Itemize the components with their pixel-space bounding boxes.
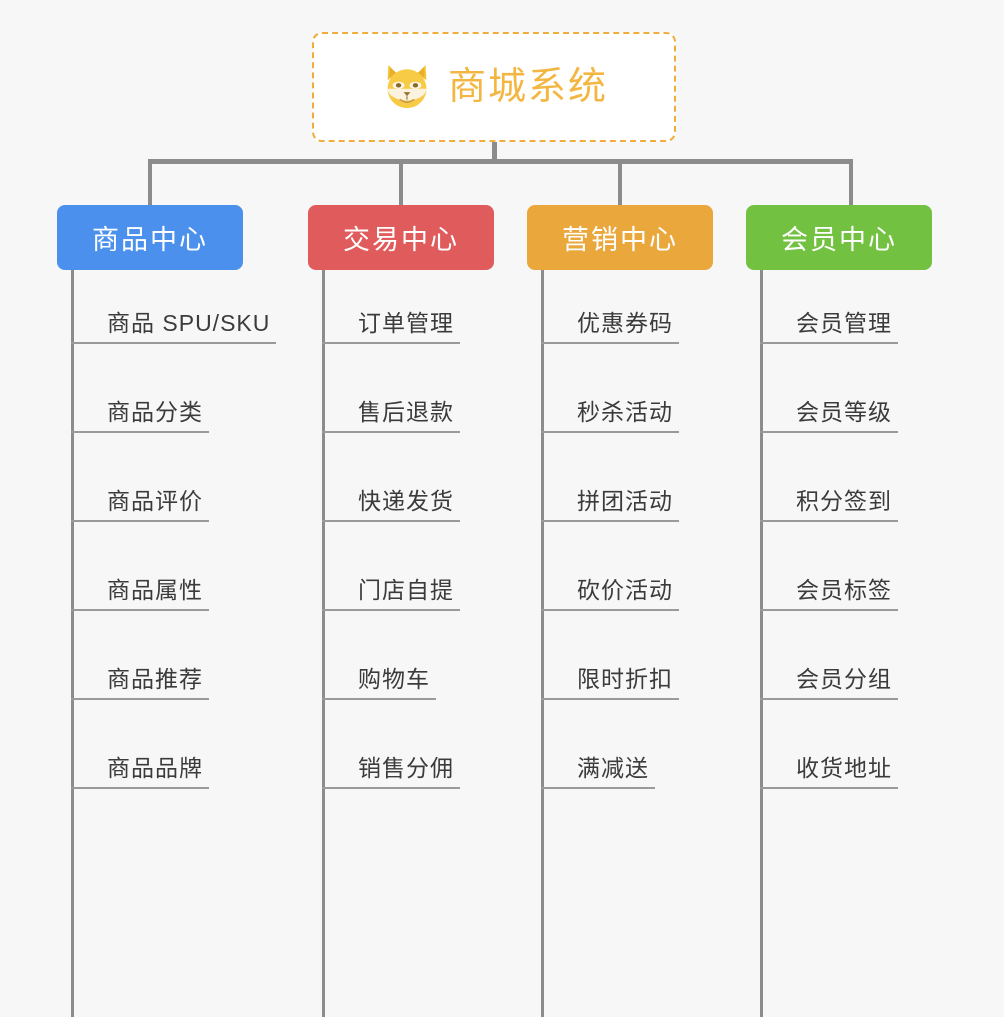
trunk-line-product-center: [71, 270, 74, 1017]
leaf-label: 商品评价: [71, 488, 209, 522]
root-node-mall-system[interactable]: 商城系统: [312, 32, 676, 142]
leaf-list-member-center: 会员管理 会员等级 积分签到 会员标签 会员分组 收货地址: [760, 255, 898, 789]
trunk-line-trade-center: [322, 270, 325, 1017]
leaf-label: 优惠券码: [541, 310, 679, 344]
list-item[interactable]: 会员管理: [760, 255, 898, 344]
list-item[interactable]: 拼团活动: [541, 433, 679, 522]
connector-drop-member-center: [849, 159, 853, 207]
leaf-label: 门店自提: [322, 577, 460, 611]
root-title: 商城系统: [447, 66, 608, 108]
list-item[interactable]: 销售分佣: [322, 700, 460, 789]
leaf-label: 会员标签: [760, 577, 898, 611]
category-label-member-center: 会员中心: [781, 225, 897, 255]
leaf-label: 满减送: [541, 755, 655, 789]
list-item[interactable]: 商品属性: [71, 522, 276, 611]
leaf-label: 会员管理: [760, 310, 898, 344]
org-chart-canvas: 商城系统 商品中心 商品 SPU/SKU 商品分类 商品评价 商品属性 商品推荐…: [57, 32, 932, 1017]
connector-drop-marketing-center: [618, 159, 622, 207]
list-item[interactable]: 会员分组: [760, 611, 898, 700]
list-item[interactable]: 订单管理: [322, 255, 460, 344]
leaf-label: 积分签到: [760, 488, 898, 522]
category-box-product-center[interactable]: 商品中心: [57, 205, 243, 270]
leaf-label: 限时折扣: [541, 666, 679, 700]
category-label-marketing-center: 营销中心: [562, 225, 678, 255]
list-item[interactable]: 商品分类: [71, 344, 276, 433]
list-item[interactable]: 商品评价: [71, 433, 276, 522]
list-item[interactable]: 收货地址: [760, 700, 898, 789]
list-item[interactable]: 售后退款: [322, 344, 460, 433]
leaf-label: 拼团活动: [541, 488, 679, 522]
leaf-list-marketing-center: 优惠券码 秒杀活动 拼团活动 砍价活动 限时折扣 满减送: [541, 255, 679, 789]
leaf-label: 商品推荐: [71, 666, 209, 700]
leaf-label: 销售分佣: [322, 755, 460, 789]
list-item[interactable]: 门店自提: [322, 522, 460, 611]
category-label-trade-center: 交易中心: [343, 225, 459, 255]
leaf-label: 会员等级: [760, 399, 898, 433]
list-item[interactable]: 满减送: [541, 700, 679, 789]
leaf-label: 售后退款: [322, 399, 460, 433]
category-box-member-center[interactable]: 会员中心: [746, 205, 932, 270]
connector-horizontal-bus: [148, 159, 853, 164]
leaf-list-product-center: 商品 SPU/SKU 商品分类 商品评价 商品属性 商品推荐 商品品牌: [71, 255, 277, 789]
category-box-trade-center[interactable]: 交易中心: [308, 205, 494, 270]
list-item[interactable]: 积分签到: [760, 433, 898, 522]
trunk-line-member-center: [760, 270, 763, 1017]
leaf-label: 商品属性: [71, 577, 209, 611]
list-item[interactable]: 商品推荐: [71, 611, 276, 700]
leaf-label: 会员分组: [760, 666, 898, 700]
leaf-label: 快递发货: [322, 488, 460, 522]
shiba-dog-icon: [387, 65, 427, 109]
list-item[interactable]: 限时折扣: [541, 611, 679, 700]
leaf-label: 收货地址: [760, 755, 898, 789]
connector-drop-trade-center: [399, 159, 403, 207]
connector-drop-product-center: [148, 159, 152, 207]
category-box-marketing-center[interactable]: 营销中心: [527, 205, 713, 270]
list-item[interactable]: 快递发货: [322, 433, 460, 522]
list-item[interactable]: 商品品牌: [71, 700, 276, 789]
leaf-list-trade-center: 订单管理 售后退款 快递发货 门店自提 购物车 销售分佣: [322, 255, 460, 789]
list-item[interactable]: 商品 SPU/SKU: [71, 255, 277, 344]
leaf-label: 商品 SPU/SKU: [71, 310, 277, 344]
category-label-product-center: 商品中心: [92, 225, 208, 255]
leaf-label: 商品品牌: [71, 755, 209, 789]
leaf-label: 秒杀活动: [541, 399, 679, 433]
list-item[interactable]: 购物车: [322, 611, 460, 700]
leaf-label: 购物车: [322, 666, 436, 700]
list-item[interactable]: 秒杀活动: [541, 344, 679, 433]
connector-root-stem: [492, 142, 497, 162]
list-item[interactable]: 会员等级: [760, 344, 898, 433]
list-item[interactable]: 砍价活动: [541, 522, 679, 611]
leaf-label: 商品分类: [71, 399, 209, 433]
list-item[interactable]: 优惠券码: [541, 255, 679, 344]
list-item[interactable]: 会员标签: [760, 522, 898, 611]
leaf-label: 砍价活动: [541, 577, 679, 611]
trunk-line-marketing-center: [541, 270, 544, 1017]
leaf-label: 订单管理: [322, 310, 460, 344]
